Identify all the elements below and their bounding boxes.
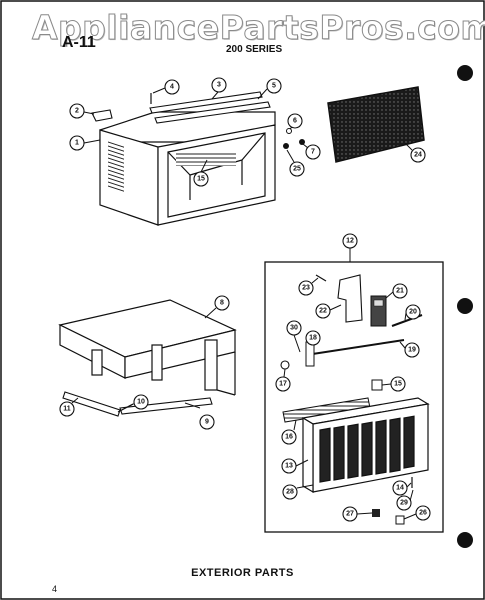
svg-text:18: 18 — [309, 335, 317, 342]
svg-text:3: 3 — [217, 82, 221, 89]
cabinet-side-louvers — [108, 140, 124, 194]
svg-text:13: 13 — [285, 463, 293, 470]
callout-6: 6 — [287, 113, 303, 130]
callout-14: 14 — [392, 480, 412, 496]
svg-text:20: 20 — [409, 309, 417, 316]
callout-25: 25 — [286, 149, 305, 177]
callout-27: 27 — [342, 506, 373, 522]
diagram-title: EXTERIOR PARTS — [191, 567, 294, 579]
svg-text:10: 10 — [137, 399, 145, 406]
clip-part-27 — [372, 509, 380, 517]
svg-text:30: 30 — [290, 325, 298, 332]
svg-text:27: 27 — [346, 511, 354, 518]
bracket-part — [91, 109, 113, 122]
screw-part-23 — [315, 274, 327, 282]
binder-hole-bottom — [457, 532, 473, 548]
svg-text:6: 6 — [293, 118, 297, 125]
svg-text:11: 11 — [63, 406, 71, 413]
corner-mark: 4 — [52, 584, 58, 594]
callout-4: 4 — [152, 79, 180, 95]
svg-text:29: 29 — [400, 500, 408, 507]
callout-20: 20 — [404, 304, 421, 321]
svg-text:8: 8 — [220, 300, 224, 307]
rail-part-9 — [119, 397, 213, 415]
watermark-logo: AppliancePartsPros.com — [31, 8, 485, 48]
control-bracket-part — [337, 274, 363, 323]
callout-24: 24 — [404, 142, 426, 163]
cabinet-wrapper-part — [99, 111, 276, 226]
callout-22: 22 — [315, 303, 342, 319]
svg-text:21: 21 — [396, 288, 404, 295]
svg-text:12: 12 — [346, 238, 354, 245]
callout-1: 1 — [69, 135, 101, 151]
callout-3: 3 — [211, 77, 227, 100]
callout-16: 16 — [281, 419, 297, 445]
svg-text:24: 24 — [414, 152, 422, 159]
latch-part-15 — [371, 379, 383, 391]
callout-23: 23 — [298, 277, 319, 296]
svg-text:17: 17 — [279, 381, 287, 388]
svg-text:23: 23 — [302, 285, 310, 292]
svg-text:26: 26 — [419, 510, 427, 517]
callout-17: 17 — [275, 368, 291, 392]
top-seal-part — [154, 101, 271, 124]
cabinet-back-louvers — [176, 152, 236, 166]
bracket-part-18 — [305, 341, 315, 367]
callout-8: 8 — [204, 295, 230, 319]
base-pan-part — [58, 299, 237, 396]
callout-15-latch: 15 — [381, 376, 406, 392]
svg-text:4: 4 — [170, 84, 174, 91]
callout-13: 13 — [281, 458, 309, 474]
svg-text:1: 1 — [75, 140, 79, 147]
callout-9: 9 — [184, 402, 215, 430]
callout-18: 18 — [305, 330, 321, 346]
svg-text:2: 2 — [75, 108, 79, 115]
series-label: 200 SERIES — [226, 44, 283, 55]
hardware-part-7 — [299, 139, 305, 145]
svg-text:25: 25 — [293, 166, 301, 173]
svg-text:15: 15 — [197, 176, 205, 183]
rod-part-19 — [305, 339, 405, 356]
svg-text:22: 22 — [319, 308, 327, 315]
svg-text:15: 15 — [394, 381, 402, 388]
control-panel-display — [373, 299, 384, 307]
svg-text:28: 28 — [286, 489, 294, 496]
knob-part-17 — [280, 360, 290, 370]
front-assembly-frame — [264, 261, 444, 533]
callout-30: 30 — [286, 320, 302, 353]
hardware-part-25 — [283, 143, 289, 149]
top-rail-part — [149, 91, 263, 114]
callout-2: 2 — [69, 103, 95, 119]
front-grille-part — [301, 397, 430, 494]
binder-hole-middle — [457, 298, 473, 314]
svg-text:9: 9 — [205, 419, 209, 426]
svg-text:7: 7 — [311, 149, 315, 156]
air-filter-part — [327, 86, 425, 163]
callout-11: 11 — [59, 397, 79, 417]
callout-28: 28 — [282, 484, 314, 500]
clip-part-26 — [395, 515, 405, 525]
svg-text:5: 5 — [272, 83, 276, 90]
svg-text:14: 14 — [396, 485, 404, 492]
callout-26: 26 — [403, 505, 431, 521]
svg-text:16: 16 — [285, 434, 293, 441]
page-code: A-11 — [62, 34, 96, 51]
binder-hole-top — [457, 65, 473, 81]
callout-19: 19 — [399, 341, 420, 358]
callout-7: 7 — [302, 143, 321, 160]
callout-15-cabinet: 15 — [193, 159, 209, 187]
callout-21: 21 — [385, 283, 408, 299]
callout-12: 12 — [342, 233, 358, 249]
callout-29: 29 — [396, 489, 414, 511]
callout-10: 10 — [129, 394, 149, 410]
svg-text:19: 19 — [408, 347, 416, 354]
hardware-part-6 — [286, 128, 292, 134]
callout-5: 5 — [257, 78, 282, 100]
